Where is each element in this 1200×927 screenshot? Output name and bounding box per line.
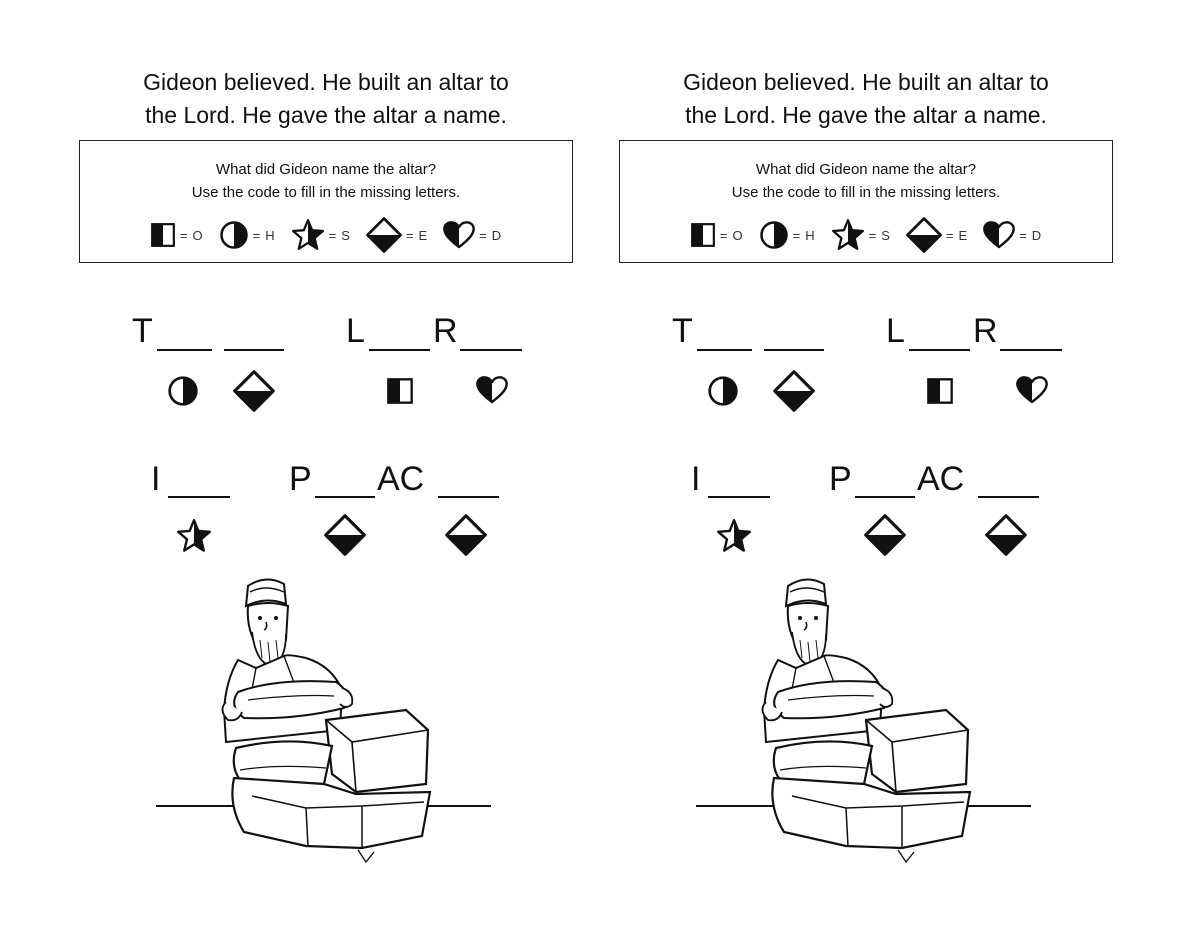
half-circle-icon: [167, 375, 199, 407]
puzzle-letter-i: I: [151, 460, 161, 498]
half-circle-icon: [759, 220, 789, 250]
half-square-icon: [926, 377, 954, 405]
code-letter: D: [1031, 227, 1043, 243]
blank-e: [315, 496, 375, 498]
half-diamond-icon: [233, 370, 275, 412]
equals-sign: =: [945, 227, 955, 243]
blank-o: [909, 349, 970, 351]
code-letter: E: [418, 227, 429, 243]
blank-o: [369, 349, 430, 351]
blank-e: [224, 349, 284, 351]
code-letter: D: [491, 227, 503, 243]
code-instruction: Use the code to fill in the missing lett…: [191, 184, 461, 201]
code-item-o: = O: [690, 222, 744, 248]
code-item-s: = S: [831, 218, 891, 252]
blank-s: [708, 496, 770, 498]
half-star-icon: [716, 518, 752, 554]
half-diamond-icon: [324, 514, 366, 556]
half-circle-icon: [707, 375, 739, 407]
code-key: = O = H = S = E = D: [620, 215, 1112, 255]
equals-sign: =: [719, 227, 729, 243]
puzzle-letter-p: P: [829, 460, 852, 498]
intro-line-2: the Lord. He gave the altar a name.: [685, 102, 1047, 128]
equals-sign: =: [1019, 227, 1028, 243]
blank-s: [168, 496, 230, 498]
code-letter: O: [732, 227, 744, 243]
code-letter: S: [881, 227, 891, 243]
half-diamond-icon: [906, 217, 942, 253]
intro-line-2: the Lord. He gave the altar a name.: [145, 102, 507, 128]
code-letter: O: [192, 227, 204, 243]
equals-sign: =: [405, 227, 415, 243]
code-question: What did Gideon name the altar?: [755, 161, 977, 178]
code-box: What did Gideon name the altar? Use the …: [619, 140, 1113, 263]
intro-text: Gideon believed. He built an altar to th…: [56, 66, 596, 132]
code-instruction: Use the code to fill in the missing lett…: [731, 184, 1001, 201]
code-item-o: = O: [150, 222, 204, 248]
blank-e: [978, 496, 1039, 498]
code-question: What did Gideon name the altar?: [215, 161, 437, 178]
intro-text: Gideon believed. He built an altar to th…: [596, 66, 1136, 132]
code-item-e: = E: [366, 217, 428, 253]
blank-e: [764, 349, 824, 351]
blank-d: [460, 349, 522, 351]
gideon-altar-illustration: [156, 570, 496, 870]
code-letter: H: [265, 227, 276, 243]
equals-sign: =: [868, 227, 878, 243]
half-heart-icon: [1016, 374, 1048, 406]
puzzle-letter-l: L: [886, 312, 905, 350]
code-item-d: = D: [983, 219, 1042, 251]
intro-line-1: Gideon believed. He built an altar to: [143, 69, 509, 95]
blank-e: [855, 496, 915, 498]
code-box: What did Gideon name the altar? Use the …: [79, 140, 573, 263]
puzzle-letter-t: T: [672, 312, 693, 350]
gideon-altar-illustration: [696, 570, 1036, 870]
code-key: = O = H = S = E = D: [80, 215, 572, 255]
equals-sign: =: [328, 227, 338, 243]
half-star-icon: [176, 518, 212, 554]
code-item-d: = D: [443, 219, 502, 251]
equals-sign: =: [179, 227, 189, 243]
half-diamond-icon: [864, 514, 906, 556]
code-item-s: = S: [291, 218, 351, 252]
code-letter: H: [805, 227, 816, 243]
blank-d: [1000, 349, 1062, 351]
half-heart-icon: [476, 374, 508, 406]
code-item-h: = H: [219, 220, 276, 250]
puzzle-letter-r: R: [433, 312, 458, 350]
puzzle-letter-l: L: [346, 312, 365, 350]
puzzle-letter-i: I: [691, 460, 701, 498]
equals-sign: =: [479, 227, 488, 243]
half-heart-icon: [443, 219, 475, 251]
half-diamond-icon: [366, 217, 402, 253]
half-star-icon: [291, 218, 325, 252]
half-square-icon: [150, 222, 176, 248]
blank-h: [697, 349, 752, 351]
code-item-h: = H: [759, 220, 816, 250]
equals-sign: =: [252, 227, 262, 243]
puzzle-letter-r: R: [973, 312, 998, 350]
half-diamond-icon: [773, 370, 815, 412]
intro-line-1: Gideon believed. He built an altar to: [683, 69, 1049, 95]
puzzle-panel-right: Gideon believed. He built an altar to th…: [596, 0, 1136, 927]
half-square-icon: [386, 377, 414, 405]
puzzle-letter-t: T: [132, 312, 153, 350]
equals-sign: =: [792, 227, 802, 243]
half-diamond-icon: [445, 514, 487, 556]
puzzle-panel-left: Gideon believed. He built an altar to th…: [56, 0, 596, 927]
puzzle-letter-p: P: [289, 460, 312, 498]
puzzle-letters-ac: AC: [917, 460, 965, 498]
blank-h: [157, 349, 212, 351]
half-heart-icon: [983, 219, 1015, 251]
half-diamond-icon: [985, 514, 1027, 556]
half-circle-icon: [219, 220, 249, 250]
puzzle-letters-ac: AC: [377, 460, 425, 498]
code-item-e: = E: [906, 217, 968, 253]
code-letter: S: [341, 227, 351, 243]
half-star-icon: [831, 218, 865, 252]
blank-e: [438, 496, 499, 498]
half-square-icon: [690, 222, 716, 248]
code-letter: E: [958, 227, 969, 243]
